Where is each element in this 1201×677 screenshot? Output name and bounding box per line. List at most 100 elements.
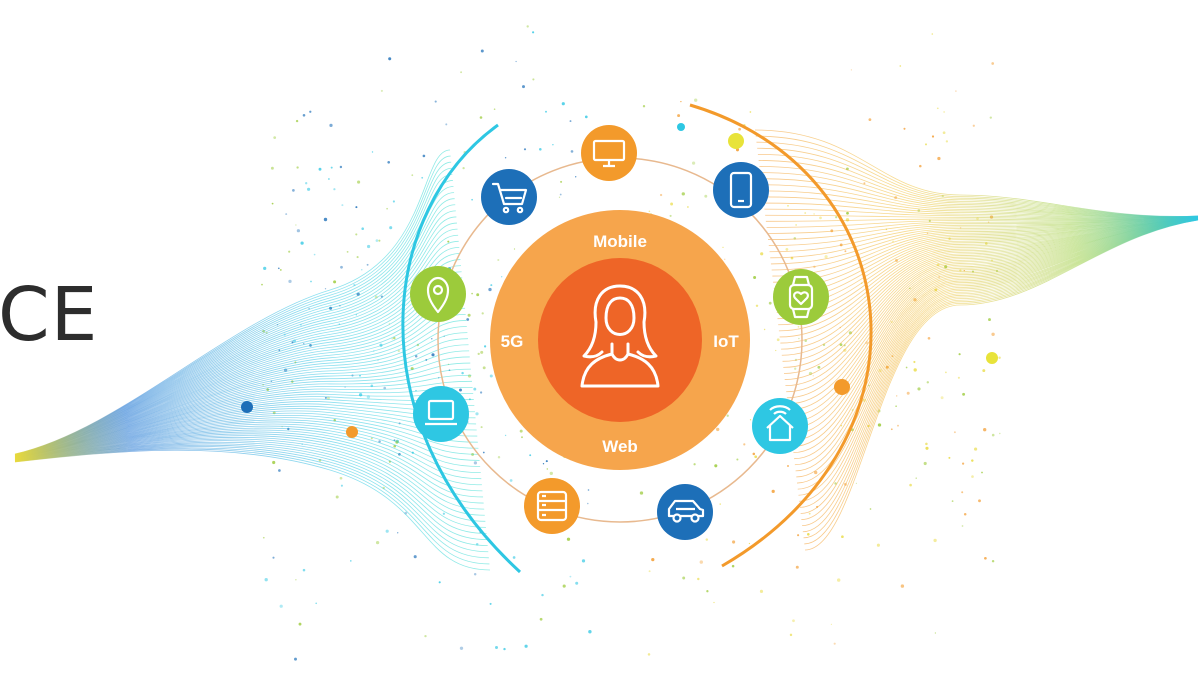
particle — [846, 211, 849, 215]
stream-line — [766, 216, 1199, 228]
particle — [786, 464, 790, 468]
stream-line — [778, 217, 1199, 326]
stream-line — [14, 313, 466, 458]
stream-line — [14, 362, 471, 459]
particle — [753, 276, 757, 279]
particle — [335, 495, 339, 499]
particle — [722, 246, 724, 248]
particle — [552, 143, 554, 146]
stream-line — [14, 332, 468, 458]
particle — [570, 150, 574, 153]
particle — [659, 193, 663, 197]
particle — [697, 577, 700, 581]
particle — [339, 476, 343, 480]
particle — [692, 161, 696, 165]
particle — [913, 368, 917, 372]
particle — [759, 589, 764, 594]
particle — [945, 371, 947, 374]
particle — [694, 98, 698, 102]
particle — [824, 255, 828, 259]
particle — [931, 33, 934, 35]
particle — [982, 369, 986, 373]
particle — [837, 578, 841, 582]
particle — [726, 414, 729, 417]
stream-line — [795, 218, 1199, 472]
particle — [942, 131, 946, 135]
particle — [795, 224, 797, 226]
particle — [923, 461, 927, 466]
particle — [357, 180, 361, 184]
particle — [812, 375, 814, 377]
particle — [899, 65, 902, 67]
particle — [490, 284, 493, 287]
stream-line — [14, 435, 485, 510]
stream-line — [756, 141, 1199, 218]
particle — [526, 25, 529, 28]
server-icon — [524, 478, 580, 534]
right-data-stream — [754, 129, 1199, 551]
particle — [913, 360, 916, 364]
particle — [333, 188, 336, 191]
particle — [943, 111, 945, 113]
stream-line — [762, 196, 1199, 219]
particle — [562, 584, 566, 588]
particle — [569, 575, 572, 578]
particle — [270, 166, 274, 170]
particle — [736, 458, 739, 461]
stream-line — [14, 234, 459, 457]
stream-line — [14, 368, 471, 459]
stream-line — [14, 149, 451, 455]
particle — [371, 151, 374, 153]
particle — [648, 570, 651, 573]
particle — [900, 584, 905, 588]
stream-line — [14, 350, 470, 459]
stream-line — [800, 219, 1199, 514]
stream-line — [796, 218, 1199, 478]
particle — [951, 500, 954, 502]
particle — [355, 233, 358, 236]
particle — [748, 542, 751, 545]
particle — [917, 387, 921, 391]
particle — [909, 483, 912, 487]
particle — [397, 532, 399, 534]
particle — [300, 241, 304, 245]
stream-line — [758, 160, 1199, 218]
particle — [380, 89, 383, 92]
particle — [497, 258, 500, 262]
stream-line — [780, 217, 1199, 344]
particle — [670, 202, 674, 206]
particle — [480, 49, 484, 53]
particle — [473, 461, 478, 465]
particle — [295, 119, 299, 123]
stream-line — [14, 192, 455, 456]
particle — [473, 573, 477, 576]
particle — [298, 622, 302, 626]
stream-line — [798, 219, 1199, 496]
stream-line — [14, 419, 480, 461]
particle — [978, 499, 981, 503]
particle — [546, 468, 549, 470]
particle — [333, 280, 337, 284]
particle — [302, 114, 306, 117]
particle — [981, 471, 983, 474]
stream-line — [792, 218, 1199, 447]
particle — [749, 419, 752, 421]
particle — [473, 387, 477, 391]
stream-line — [757, 153, 1199, 218]
particle — [962, 392, 966, 396]
particle — [749, 111, 752, 113]
particle — [735, 148, 740, 152]
stream-line — [14, 436, 485, 516]
stream-line — [14, 167, 452, 455]
accent-dot — [986, 352, 998, 364]
particle — [804, 212, 807, 214]
label-5g: 5G — [501, 332, 524, 351]
particle — [411, 174, 414, 177]
particle — [839, 343, 843, 347]
particle — [295, 579, 297, 581]
stream-line — [776, 217, 1199, 307]
particle — [797, 325, 800, 328]
particle — [532, 31, 535, 34]
particle — [493, 108, 496, 111]
particle — [834, 482, 837, 485]
